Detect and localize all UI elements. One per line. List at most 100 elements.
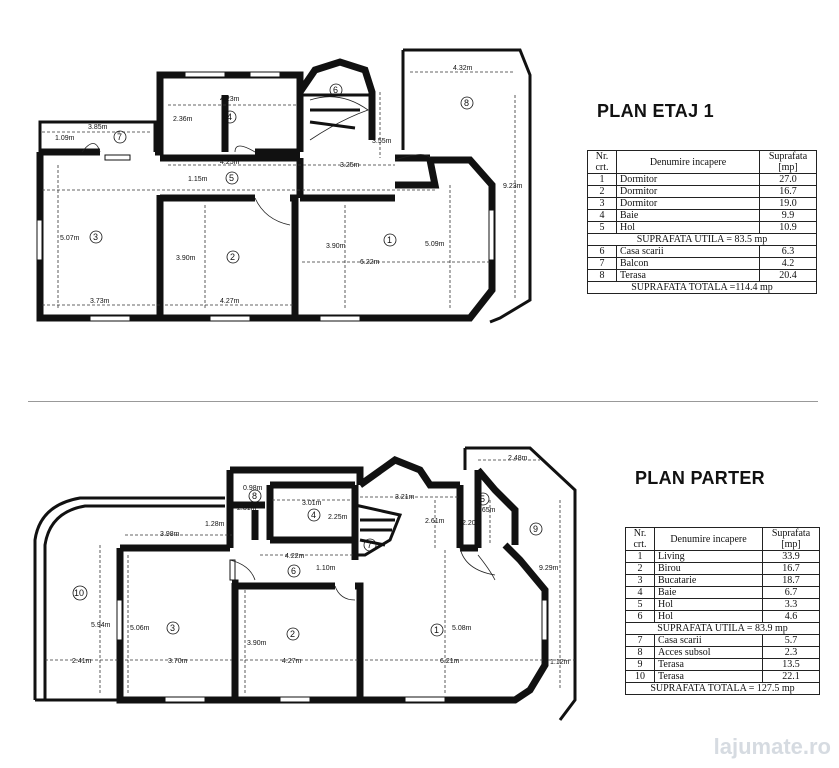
upper-rooms-table: Nr. crt. Denumire incapere Suprafata [mp… (587, 150, 817, 294)
room-label: 1 (387, 235, 392, 245)
row-nr: 3 (625, 574, 655, 587)
row-nr: 5 (587, 221, 617, 234)
room-label: 9 (533, 524, 538, 534)
upper-plan-title: PLAN ETAJ 1 (597, 101, 714, 121)
lower-floor-plan (33, 446, 577, 721)
dim-label: 4.23m (220, 96, 240, 103)
row-area: 33.9 (762, 550, 820, 563)
room-label: 4 (311, 510, 316, 520)
row-name: Acces subsol (654, 646, 763, 659)
row-area: 3.3 (762, 598, 820, 611)
dim-label: 4.22m (285, 553, 305, 560)
dim-label: 4.32m (453, 65, 473, 72)
dim-label: 3.85m (88, 124, 108, 131)
row-nr: 1 (587, 173, 617, 186)
row-nr: 4 (625, 586, 655, 599)
room-label: 5 (480, 494, 485, 504)
section-divider (28, 401, 818, 402)
dim-label: 5.07m (60, 235, 80, 242)
row-name: Dormitor (616, 197, 760, 210)
dim-label: 2.31m (237, 505, 257, 512)
dim-label: 2.61m (425, 518, 445, 525)
row-name: Balcon (616, 257, 760, 270)
dim-label: 9.29m (539, 565, 559, 572)
dim-label: 1.10m (316, 565, 336, 572)
dim-label: 2.41m (72, 658, 92, 665)
dim-label: 3.70m (168, 658, 188, 665)
lower-dimensions: 2.48m 0.98m 2.31m 3.01m 2.25m 3.21m 1.65… (72, 455, 570, 666)
subtotal-row: SUPRAFATA UTILA = 83.9 mp (625, 622, 820, 635)
row-name: Casa scarii (616, 245, 760, 258)
col-header-area: Suprafata [mp] (762, 527, 820, 551)
row-nr: 4 (587, 209, 617, 222)
dim-label: 2.48m (508, 455, 528, 462)
row-area: 16.7 (762, 562, 820, 575)
row-nr: 8 (587, 269, 617, 282)
row-name: Hol (654, 610, 763, 623)
dim-label: 2.36m (173, 116, 193, 123)
room-label: 10 (74, 588, 84, 598)
row-area: 20.4 (759, 269, 817, 282)
room-label: 4 (227, 112, 232, 122)
row-area: 19.0 (759, 197, 817, 210)
row-nr: 7 (587, 257, 617, 270)
room-label: 8 (252, 491, 257, 501)
row-area: 6.7 (762, 586, 820, 599)
dim-label: 5.06m (130, 625, 150, 632)
col-header-nr: Nr. crt. (587, 150, 617, 174)
dim-label: 1.15m (188, 176, 208, 183)
row-nr: 5 (625, 598, 655, 611)
subtotal-row: SUPRAFATA UTILA = 83.5 mp (587, 233, 817, 246)
row-name: Dormitor (616, 185, 760, 198)
row-nr: 10 (625, 670, 655, 683)
row-nr: 7 (625, 634, 655, 647)
watermark-logo: lajumate.ro (713, 734, 831, 759)
row-area: 18.7 (762, 574, 820, 587)
dim-label: 6.22m (360, 259, 380, 266)
upper-room-labels: 1 2 3 4 5 6 7 8 (89, 83, 474, 264)
room-label: 6 (291, 566, 296, 576)
dim-label: 3.01m (302, 500, 322, 507)
row-nr: 9 (625, 658, 655, 671)
row-area: 10.9 (759, 221, 817, 234)
row-area: 9.9 (759, 209, 817, 222)
room-label: 5 (229, 173, 234, 183)
lower-room-labels: 1 2 3 4 5 6 7 8 9 10 (72, 489, 543, 641)
dim-label: 3.90m (326, 243, 346, 250)
dim-label: 3.73m (90, 298, 110, 305)
row-area: 4.2 (759, 257, 817, 270)
dim-label: 4.27m (220, 298, 240, 305)
col-header-name: Denumire incapere (616, 150, 760, 174)
dim-label: 3.98m (160, 531, 180, 538)
dim-label: 5.08m (452, 625, 472, 632)
row-area: 6.3 (759, 245, 817, 258)
lower-rooms-table: Nr. crt. Denumire incapere Suprafata [mp… (625, 527, 820, 695)
row-nr: 6 (625, 610, 655, 623)
row-nr: 1 (625, 550, 655, 563)
row-nr: 2 (625, 562, 655, 575)
row-area: 27.0 (759, 173, 817, 186)
row-name: Birou (654, 562, 763, 575)
row-nr: 2 (587, 185, 617, 198)
col-header-name: Denumire incapere (654, 527, 763, 551)
row-name: Terasa (616, 269, 760, 282)
row-name: Hol (616, 221, 760, 234)
row-name: Terasa (654, 670, 763, 683)
room-label: 3 (93, 232, 98, 242)
row-area: 16.7 (759, 185, 817, 198)
dim-label: 3.90m (247, 640, 267, 647)
room-label: 1 (434, 625, 439, 635)
